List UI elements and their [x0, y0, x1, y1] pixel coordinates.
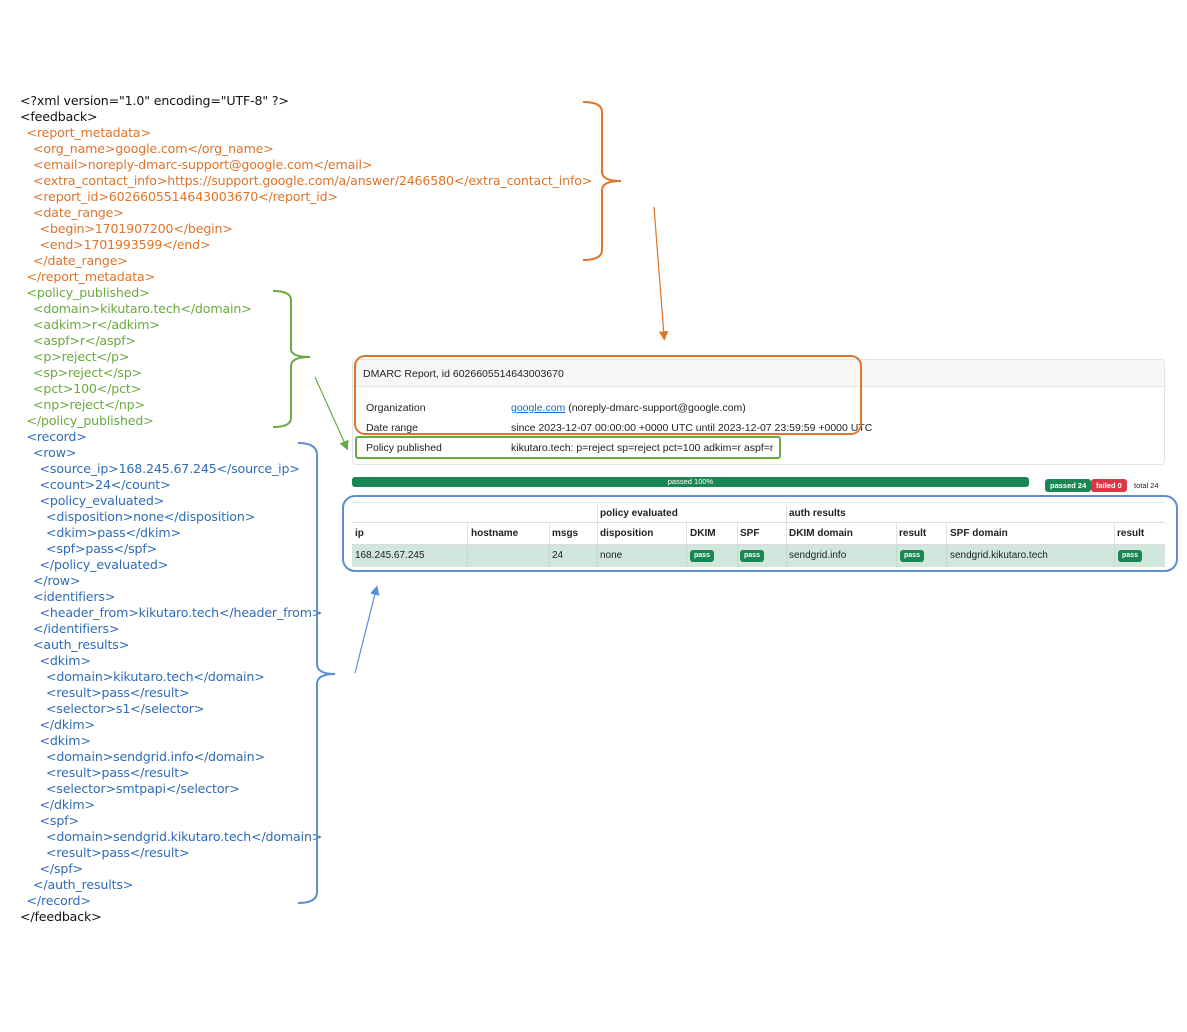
group-header-auth-results: auth results: [789, 508, 846, 519]
xml-line: </dkim>: [39, 717, 96, 732]
xml-line: <sp>reject</sp>: [33, 365, 143, 380]
orange-arrow: [653, 206, 669, 341]
xml-line: <policy_evaluated>: [39, 493, 165, 508]
cell-dkim-domain: sendgrid.info: [789, 550, 847, 561]
xml-line: <domain>kikutaro.tech</domain>: [33, 301, 252, 316]
date-range-value: since 2023-12-07 00:00:00 +0000 UTC unti…: [511, 422, 873, 434]
xml-line: <?xml version="1.0" encoding="UTF-8" ?>: [20, 93, 289, 108]
xml-line: </policy_published>: [26, 413, 154, 428]
xml-line: <feedback>: [20, 109, 98, 124]
organization-email: (noreply-dmarc-support@google.com): [565, 402, 746, 414]
table-row: 168.245.67.245 24 none pass pass sendgri…: [352, 545, 1165, 567]
xml-line: </row>: [33, 573, 81, 588]
xml-line: <dkim>: [39, 733, 91, 748]
xml-line: <begin>1701907200</begin>: [39, 221, 233, 236]
xml-line: <date_range>: [33, 205, 124, 220]
xml-line: <extra_contact_info>https://support.goog…: [33, 173, 593, 188]
xml-line: </auth_results>: [33, 877, 134, 892]
table-header-row: ip hostname msgs disposition DKIM SPF DK…: [352, 523, 1165, 545]
xml-line: </feedback>: [20, 909, 102, 924]
col-header-ip: ip: [355, 528, 364, 539]
xml-line: </identifiers>: [33, 621, 120, 636]
blue-arrow: [354, 585, 380, 674]
table-group-header-row: policy evaluated auth results: [352, 502, 1165, 523]
xml-line: <dkim>: [39, 653, 91, 668]
xml-line: </record>: [26, 893, 91, 908]
xml-line: <identifiers>: [33, 589, 116, 604]
group-header-policy-evaluated: policy evaluated: [600, 508, 678, 519]
cell-disposition: none: [600, 550, 623, 561]
green-bracket: [272, 290, 311, 428]
cell-spf-domain: sendgrid.kikutaro.tech: [950, 550, 1048, 561]
col-header-hostname: hostname: [471, 528, 519, 539]
card-header: DMARC Report, id 6026605514643003670: [353, 360, 1164, 387]
xml-line: <end>1701993599</end>: [39, 237, 211, 252]
xml-line: <report_id>6026605514643003670</report_i…: [33, 189, 338, 204]
xml-line: <result>pass</result>: [46, 765, 190, 780]
xml-line: <spf>: [39, 813, 79, 828]
cell-spf-result-badge: pass: [1118, 550, 1142, 562]
xml-line: <selector>smtpapi</selector>: [46, 781, 240, 796]
xml-line: </date_range>: [33, 253, 128, 268]
col-header-msgs: msgs: [552, 528, 579, 539]
xml-line: <selector>s1</selector>: [46, 701, 205, 716]
col-header-spf-result: result: [1117, 528, 1145, 539]
organization-link[interactable]: google.com: [511, 402, 566, 414]
col-header-disposition: disposition: [600, 528, 654, 539]
xml-line: <row>: [33, 445, 77, 460]
total-badge: total 24: [1134, 481, 1159, 490]
report-title: DMARC Report, id 6026605514643003670: [363, 368, 564, 380]
col-header-spf-domain: SPF domain: [950, 528, 1008, 539]
policy-published-value: kikutaro.tech: p=reject sp=reject pct=10…: [511, 442, 774, 454]
green-arrow: [314, 376, 349, 451]
xml-line: </spf>: [39, 861, 84, 876]
policy-published-label: Policy published: [366, 442, 442, 454]
xml-line: <auth_results>: [33, 637, 130, 652]
xml-line: <report_metadata>: [26, 125, 152, 140]
col-header-dkim-domain: DKIM domain: [789, 528, 853, 539]
xml-line: <domain>sendgrid.kikutaro.tech</domain>: [46, 829, 323, 844]
failed-badge: failed 0: [1091, 479, 1127, 492]
cell-dkim-pass-badge: pass: [690, 550, 714, 562]
col-header-dkim-result: result: [899, 528, 927, 539]
cell-ip: 168.245.67.245: [355, 550, 425, 561]
col-header-spf: SPF: [740, 528, 760, 539]
xml-line: <domain>sendgrid.info</domain>: [46, 749, 265, 764]
organization-label: Organization: [366, 402, 426, 414]
xml-line: <org_name>google.com</org_name>: [33, 141, 274, 156]
xml-line: <domain>kikutaro.tech</domain>: [46, 669, 265, 684]
cell-spf-pass-badge: pass: [740, 550, 764, 562]
xml-line: <result>pass</result>: [46, 685, 190, 700]
xml-line: <spf>pass</spf>: [46, 541, 158, 556]
xml-line: </policy_evaluated>: [39, 557, 169, 572]
xml-line: <count>24</count>: [39, 477, 171, 492]
xml-line: <p>reject</p>: [33, 349, 130, 364]
xml-line: <policy_published>: [26, 285, 150, 300]
xml-line: <source_ip>168.245.67.245</source_ip>: [39, 461, 300, 476]
xml-line: <np>reject</np>: [33, 397, 145, 412]
dmarc-report-card: DMARC Report, id 6026605514643003670 Org…: [352, 359, 1165, 465]
xml-line: </report_metadata>: [26, 269, 156, 284]
cell-msgs: 24: [552, 550, 564, 561]
col-header-dkim: DKIM: [690, 528, 716, 539]
records-table: policy evaluated auth results ip hostnam…: [352, 502, 1165, 567]
organization-value: google.com (noreply-dmarc-support@google…: [511, 402, 746, 414]
xml-line: <aspf>r</aspf>: [33, 333, 136, 348]
xml-line: <email>noreply-dmarc-support@google.com<…: [33, 157, 373, 172]
pass-progress-bar: passed 100%: [352, 477, 1029, 487]
xml-line: <pct>100</pct>: [33, 381, 142, 396]
xml-line: <adkim>r</adkim>: [33, 317, 160, 332]
passed-badge: passed 24: [1045, 479, 1092, 492]
xml-line: <disposition>none</disposition>: [46, 509, 256, 524]
progress-label: passed 100%: [667, 477, 714, 486]
date-range-label: Date range: [366, 422, 418, 434]
xml-line: <dkim>pass</dkim>: [46, 525, 181, 540]
xml-line: <result>pass</result>: [46, 845, 190, 860]
cell-dkim-result-badge: pass: [900, 550, 924, 562]
xml-line: <record>: [26, 429, 87, 444]
xml-line: <header_from>kikutaro.tech</header_from>: [39, 605, 323, 620]
xml-line: </dkim>: [39, 797, 96, 812]
